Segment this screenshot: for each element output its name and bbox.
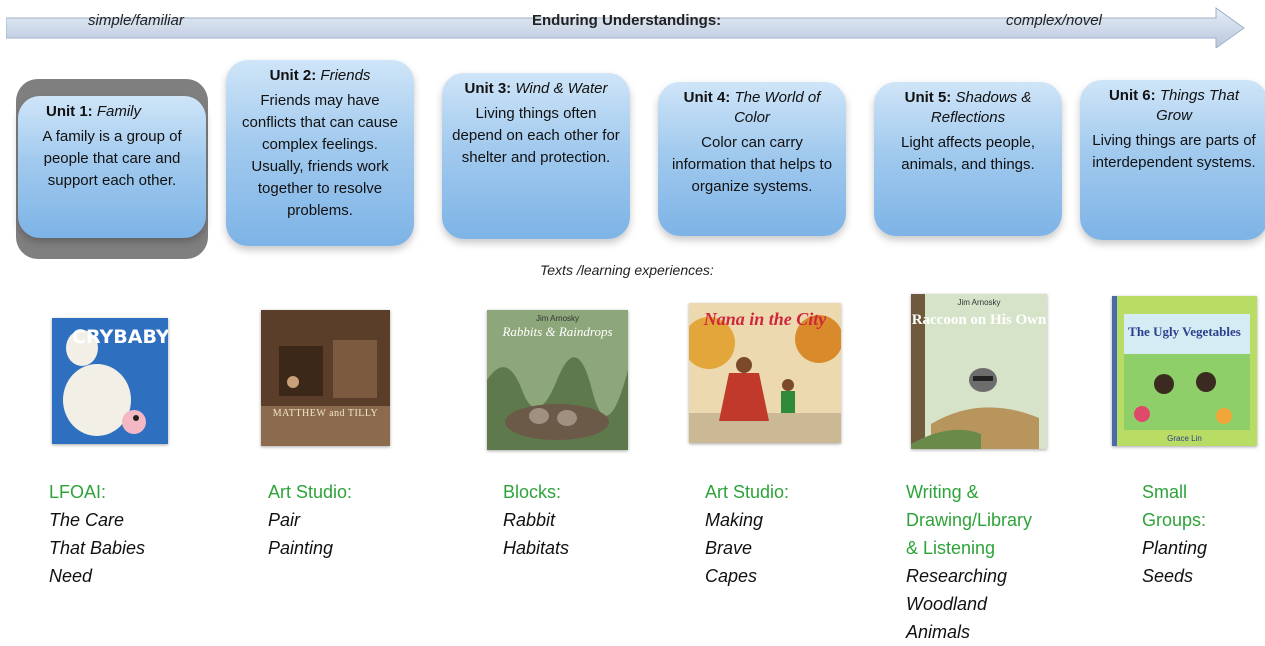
- unit-title: Friends: [320, 67, 371, 84]
- book-title: Rabbits & Raindrops: [502, 324, 613, 339]
- unit-number: Unit 6:: [1108, 87, 1156, 104]
- activity-name: Animals: [906, 622, 971, 642]
- unit-text: Friends may have conflicts that can caus…: [242, 92, 398, 219]
- activity-3: Blocks: Rabbit Habitats: [503, 478, 569, 562]
- book-title: Raccoon on His Own: [911, 312, 1047, 328]
- book-title: The Ugly Vegetables: [1128, 324, 1241, 339]
- unit-number: Unit 5:: [904, 89, 952, 106]
- book-author: Jim Arnosky: [957, 298, 1001, 307]
- book-cover-raccoon-on-his-own: Jim Arnosky Raccoon on His Own: [911, 294, 1047, 449]
- progression-arrow: simple/familiar Enduring Understandings:…: [6, 4, 1246, 48]
- activity-category: Blocks:: [503, 482, 562, 502]
- dog-illustration: [63, 330, 146, 436]
- activity-category: Small: [1142, 482, 1188, 502]
- unit-title: The World of Color: [734, 89, 821, 126]
- unit-heading: Unit 3: Wind & Water: [452, 79, 620, 99]
- garden-illustration: [1112, 296, 1257, 446]
- activity-name: Woodland: [906, 594, 988, 614]
- activity-category: & Listening: [906, 538, 996, 558]
- unit-title: Shadows & Reflections: [930, 89, 1032, 126]
- activity-category: Groups:: [1142, 510, 1207, 530]
- book-title: CRYBABY: [72, 326, 168, 348]
- texts-label: Texts /learning experiences:: [540, 262, 714, 278]
- activity-name: Capes: [705, 566, 758, 586]
- unit-number: Unit 2:: [269, 67, 317, 84]
- activity-name: Habitats: [503, 538, 570, 558]
- activity-name: Need: [49, 566, 93, 586]
- book-title: Nana in the City: [703, 309, 827, 329]
- book-cover-rabbits-and-raindrops: Jim Arnosky Rabbits & Raindrops: [487, 310, 628, 450]
- unit-number: Unit 4:: [683, 89, 731, 106]
- activity-name: Brave: [705, 538, 753, 558]
- unit-text: A family is a group of people that care …: [42, 128, 182, 189]
- activity-name: Pair: [268, 510, 301, 530]
- activity-category: Art Studio:: [268, 482, 353, 502]
- activity-5: Writing & Drawing/Library & Listening Re…: [906, 478, 1032, 646]
- arrow-right-label: complex/novel: [1006, 12, 1102, 29]
- book-title: MATTHEW and TILLY: [272, 408, 379, 419]
- activity-category: Art Studio:: [705, 482, 790, 502]
- book-cover-nana-in-the-city: Nana in the City: [689, 303, 841, 443]
- activity-name: Planting: [1142, 538, 1208, 558]
- activity-name: Researching: [906, 566, 1008, 586]
- unit-text: Light affects people, animals, and thing…: [901, 134, 1035, 173]
- book-cover-ugly-vegetables: The Ugly Vegetables Grace Lin: [1112, 296, 1257, 446]
- activity-category: Writing &: [906, 482, 979, 502]
- unit-number: Unit 3:: [464, 80, 512, 97]
- unit-text: Living things often depend on each other…: [452, 105, 620, 166]
- unit-card-5: Unit 5: Shadows & Reflections Light affe…: [874, 82, 1062, 236]
- arrow-title: Enduring Understandings:: [532, 12, 722, 29]
- unit-card-2: Unit 2: Friends Friends may have conflic…: [226, 60, 414, 246]
- unit-card-1: Unit 1: Family A family is a group of pe…: [18, 96, 206, 238]
- book-cover-matthew-and-tilly: MATTHEW and TILLY: [261, 310, 390, 446]
- book-author: Jim Arnosky: [535, 314, 580, 323]
- arrow-left-label: simple/familiar: [88, 12, 184, 29]
- stoop-illustration: [261, 310, 390, 446]
- rabbits-illustration: [487, 310, 628, 450]
- unit-title: Wind & Water: [515, 80, 608, 97]
- unit-heading: Unit 6: Things That Grow: [1090, 86, 1258, 126]
- unit-heading: Unit 1: Family: [28, 102, 196, 122]
- activity-name: Making: [705, 510, 764, 530]
- unit-card-3: Unit 3: Wind & Water Living things often…: [442, 73, 630, 239]
- unit-number: Unit 1:: [46, 103, 93, 120]
- unit-card-6: Unit 6: Things That Grow Living things a…: [1080, 80, 1265, 240]
- unit-title: Family: [96, 103, 142, 120]
- unit-heading: Unit 4: The World of Color: [668, 88, 836, 128]
- activity-name: Seeds: [1142, 566, 1194, 586]
- activity-2: Art Studio: Pair Painting: [268, 478, 352, 562]
- activity-name: The Care: [49, 510, 125, 530]
- unit-text: Living things are parts of interdependen…: [1092, 132, 1256, 171]
- activity-name: Painting: [268, 538, 334, 558]
- raccoon-illustration: [911, 294, 1047, 449]
- unit-heading: Unit 5: Shadows & Reflections: [884, 88, 1052, 128]
- activity-6: Small Groups: Planting Seeds: [1142, 478, 1207, 590]
- unit-title: Things That Grow: [1156, 87, 1240, 124]
- city-illustration: [689, 303, 841, 443]
- activity-name: Rabbit: [503, 510, 556, 530]
- activity-name: That Babies: [49, 538, 146, 558]
- book-author: Grace Lin: [1167, 434, 1202, 443]
- activity-1: LFOAI: The Care That Babies Need: [49, 478, 145, 590]
- activity-4: Art Studio: Making Brave Capes: [705, 478, 789, 590]
- unit-card-4: Unit 4: The World of Color Color can car…: [658, 82, 846, 236]
- arrow-shape: [6, 7, 1245, 48]
- book-cover-crybaby: CRYBABY: [52, 318, 168, 444]
- activity-category: Drawing/Library: [906, 510, 1033, 530]
- unit-heading: Unit 2: Friends: [236, 66, 404, 86]
- unit-text: Color can carry information that helps t…: [671, 134, 833, 195]
- activity-category: LFOAI:: [49, 482, 107, 502]
